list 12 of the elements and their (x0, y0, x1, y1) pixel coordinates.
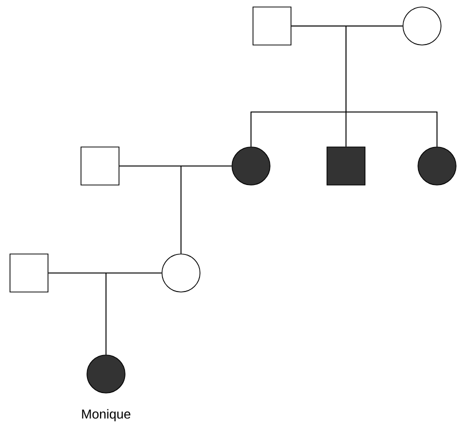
descent-line (106, 272, 162, 355)
male-square (80, 146, 120, 186)
name-label: Monique (82, 409, 130, 422)
female-circle (232, 146, 270, 186)
male-square (10, 254, 48, 292)
descent-line (180, 166, 232, 254)
female-circle (162, 254, 200, 292)
male-square (252, 6, 292, 46)
male-square (326, 146, 366, 186)
descent-line (346, 26, 438, 147)
female-circle (418, 146, 456, 186)
female-circle (402, 6, 442, 46)
